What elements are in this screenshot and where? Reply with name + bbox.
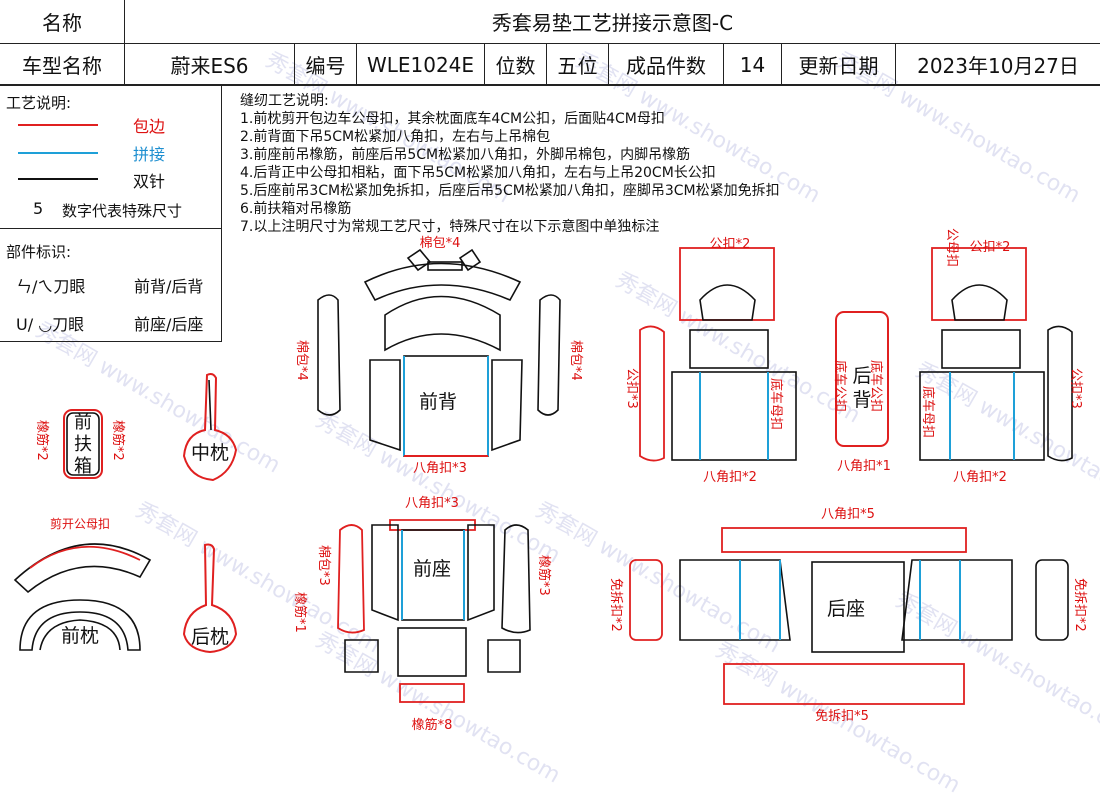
ann-rear-seat-left: 免拆扣*2	[608, 578, 623, 632]
legend-item-bind: 包边	[133, 117, 166, 136]
legend-panel: 工艺说明: 包边 拼接 双针 5 数字代表特殊尺寸	[0, 86, 222, 229]
ann-rear-back-left-mid: 底车母扣	[768, 378, 784, 430]
legend-title: 工艺说明:	[6, 94, 72, 112]
model-label: 车型名称	[0, 43, 125, 86]
ann-rear-back-left-bottom: 八角扣*2	[703, 470, 757, 485]
label-front-armrest-1: 前	[74, 412, 92, 433]
pieces-value: 14	[724, 43, 782, 86]
ann-front-back-right: 棉包*4	[568, 340, 583, 381]
legend-number-sample: 5	[33, 199, 44, 218]
sewing-notes: 缝纫工艺说明: 1.前枕剪开包边车公母扣，其余枕面底车4CM公扣，后面贴4CM母…	[240, 90, 940, 235]
code-label: 编号	[295, 43, 357, 86]
sewing-line-7: 7.以上注明尺寸为常规工艺尺寸，特殊尺寸在以下示意图中单独标注	[240, 219, 660, 235]
label-front-seat: 前座	[413, 558, 451, 580]
rear-seat-pieces	[629, 527, 1069, 705]
sewing-line-4: 4.后背正中公母扣相粘，面下吊5CM松紧加八角扣，左右与上吊20CM长公扣	[240, 165, 716, 181]
pieces-label: 成品件数	[609, 43, 724, 86]
sewing-line-3: 3.前座前吊橡筋，前座后吊5CM松紧加八角扣，外脚吊棉包，内脚吊橡筋	[240, 147, 691, 163]
parts-id-panel: 部件标识: ㄣ/ㄟ刀眼 前背/后背 U/ ◡刀眼 前座/后座	[0, 229, 222, 342]
ann-cotton-pack-top: 棉包*4	[420, 236, 461, 251]
ann-rear-seat-top: 八角扣*5	[821, 507, 875, 522]
label-front-pillow: 前枕	[61, 625, 99, 647]
front-armrest-piece	[63, 409, 103, 479]
ann-front-seat-left-b: 橡筋*1	[292, 592, 308, 633]
ann-front-pillow-cut: 剪开公母扣	[50, 516, 110, 531]
legend-number-desc: 数字代表特殊尺寸	[62, 202, 183, 220]
front-back-pieces	[317, 248, 561, 457]
front-seat-pieces	[337, 519, 531, 703]
ann-rear-seat-bottom: 免拆扣*5	[815, 709, 869, 724]
label-rear-seat: 后座	[827, 598, 865, 620]
ann-rear-seat-right: 免拆扣*2	[1072, 578, 1087, 632]
label-front-armrest-3: 箱	[74, 456, 92, 477]
header: 名称 秀套易垫工艺拼接示意图-C 车型名称 蔚来ES6 编号 WLE1024E …	[0, 0, 1100, 86]
ann-front-back-bottom: 八角扣*3	[413, 461, 467, 476]
sewing-line-5: 5.后座前吊3CM松紧加免拆扣，后座后吊5CM松紧加八角扣，座脚吊3CM松紧加免…	[240, 183, 780, 199]
date-value: 2023年10月27日	[917, 54, 1079, 78]
ann-armrest-left: 橡筋*2	[34, 420, 50, 461]
sewing-title: 缝纫工艺说明:	[240, 93, 329, 109]
label-front-armrest-2: 扶	[74, 434, 92, 455]
ann-rear-back-center-bottom: 八角扣*1	[837, 459, 891, 474]
rear-back-left-pieces	[639, 247, 797, 462]
parts-id-row2-symbols: U/ ◡刀眼	[16, 315, 85, 334]
legend-item-splice: 拼接	[133, 145, 166, 164]
mid-pillow-piece	[182, 373, 238, 482]
legend-red-line	[18, 124, 98, 126]
ann-armrest-right: 橡筋*2	[110, 420, 126, 461]
page-title: 秀套易垫工艺拼接示意图-C	[491, 11, 734, 35]
ann-rear-back-right-top-b: 公扣*2	[970, 240, 1011, 255]
ann-front-seat-right: 橡筋*3	[536, 555, 552, 596]
legend-blue-line	[18, 152, 98, 154]
parts-id-row2-desc: 前座/后座	[134, 315, 204, 334]
sewing-line-1: 1.前枕剪开包边车公母扣，其余枕面底车4CM公扣，后面贴4CM母扣	[240, 111, 665, 127]
label-rear-back-2: 背	[852, 389, 871, 411]
ann-front-seat-left-a: 棉包*3	[316, 545, 331, 586]
ann-rear-back-left-side: 公扣*3	[624, 368, 639, 409]
ann-rear-back-right-mid: 底车母扣	[920, 386, 936, 438]
label-front-back: 前背	[419, 391, 457, 413]
parts-id-title: 部件标识:	[6, 243, 72, 261]
ann-rear-back-center-2: 底车公扣	[868, 360, 884, 412]
ann-front-seat-top: 八角扣*3	[405, 496, 459, 511]
parts-id-row1-desc: 前背/后背	[134, 277, 204, 296]
ann-front-back-left: 棉包*4	[294, 340, 309, 381]
code-value: WLE1024E	[357, 43, 485, 86]
front-pillow-piece	[13, 543, 152, 651]
ann-front-seat-bottom: 橡筋*8	[412, 717, 453, 733]
date-label: 更新日期	[782, 43, 896, 86]
sewing-line-2: 2.前背面下吊5CM松紧加八角扣，左右与上吊棉包	[240, 129, 551, 145]
legend-black-line	[18, 178, 98, 180]
rear-back-right-pieces	[919, 247, 1073, 462]
sewing-line-6: 6.前扶箱对吊橡筋	[240, 201, 352, 217]
rear-back-center-piece	[835, 311, 889, 447]
pattern-diagram: 前 扶 箱 中枕 前枕 后枕 前背 前座 后 背 后座 棉包*4 八角扣*3 八…	[13, 228, 1087, 733]
ann-rear-back-right-bottom: 八角扣*2	[953, 470, 1007, 485]
parts-id-row1-symbols: ㄣ/ㄟ刀眼	[16, 277, 86, 296]
seats-value: 五位	[547, 43, 609, 86]
ann-rear-back-center: 底车公扣	[832, 360, 848, 412]
label-rear-pillow: 后枕	[191, 626, 229, 648]
name-label: 名称	[0, 0, 125, 43]
ann-rear-back-right-side: 公扣*3	[1068, 368, 1083, 409]
rear-pillow-piece	[182, 543, 238, 654]
ann-rear-back-right-top-a: 公母扣	[944, 228, 959, 267]
label-rear-back-1: 后	[852, 365, 871, 387]
legend-item-double-needle: 双针	[133, 172, 166, 191]
label-mid-pillow: 中枕	[191, 442, 229, 464]
seats-label: 位数	[485, 43, 547, 86]
model-value: 蔚来ES6	[125, 43, 295, 86]
ann-rear-back-left-top: 公扣*2	[710, 237, 751, 252]
